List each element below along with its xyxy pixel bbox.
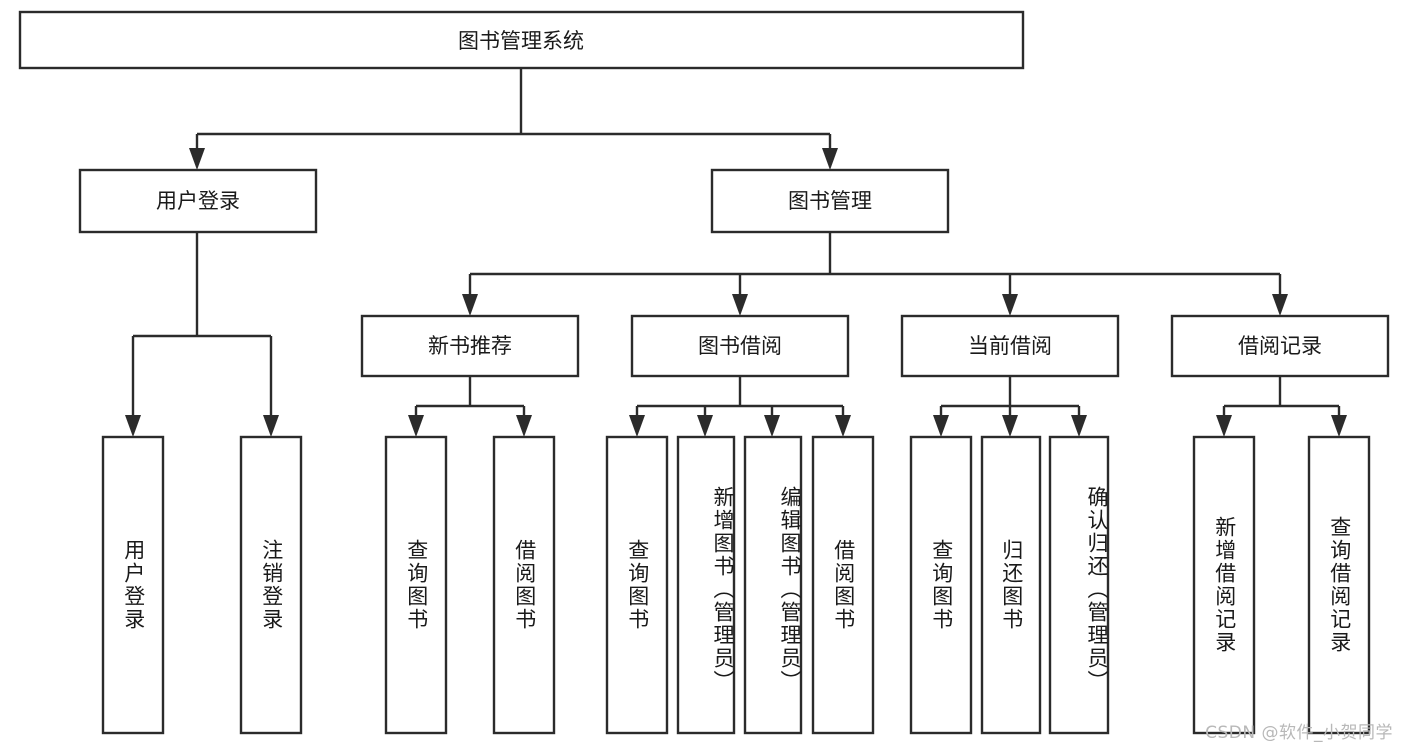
node-new-book-rec-box[interactable] <box>360 314 580 378</box>
node-leaf-user-login-box[interactable] <box>101 435 165 735</box>
node-root-label: 图书管理系统 <box>458 29 584 53</box>
node-book-manage-box[interactable] <box>710 168 950 234</box>
arrowhead-leaf-borrow-book-2 <box>835 415 851 437</box>
node-borrow-record-box[interactable] <box>1170 314 1390 378</box>
node-leaf-confirm-return-box[interactable] <box>1048 435 1110 735</box>
node-new-book-rec[interactable]: 新书推荐 <box>360 314 580 378</box>
node-user-login-box[interactable] <box>78 168 318 234</box>
node-current-borrow-label: 当前借阅 <box>968 334 1052 358</box>
node-book-borrow-label: 图书借阅 <box>698 334 782 358</box>
arrowhead-leaf-edit-book <box>764 415 780 437</box>
node-book-borrow-box[interactable] <box>630 314 850 378</box>
arrowhead-new-book-rec <box>462 294 478 316</box>
node-user-login[interactable]: 用户登录 <box>78 168 318 234</box>
node-leaf-user-logout-box[interactable] <box>239 435 303 735</box>
arrowhead-leaf-user-logout <box>263 415 279 437</box>
node-current-borrow-box[interactable] <box>900 314 1120 378</box>
node-leaf-add-record-box[interactable] <box>1192 435 1256 735</box>
arrowhead-leaf-add-record <box>1216 415 1232 437</box>
arrowhead-leaf-query-book-3 <box>933 415 949 437</box>
node-new-book-rec-label: 新书推荐 <box>428 334 512 358</box>
node-user-login-label: 用户登录 <box>156 189 240 213</box>
arrowhead-current-borrow <box>1002 294 1018 316</box>
node-leaf-borrow-book-1-box[interactable] <box>492 435 556 735</box>
arrowhead-leaf-add-book <box>697 415 713 437</box>
arrowhead-user-login <box>189 148 205 170</box>
arrowhead-leaf-borrow-book-1 <box>516 415 532 437</box>
arrowhead-leaf-user-login <box>125 415 141 437</box>
node-book-manage[interactable]: 图书管理 <box>710 168 950 234</box>
arrowhead-borrow-record <box>1272 294 1288 316</box>
node-book-manage-label: 图书管理 <box>788 189 872 213</box>
node-book-borrow[interactable]: 图书借阅 <box>630 314 850 378</box>
arrowhead-leaf-return-book <box>1002 415 1018 437</box>
arrowhead-book-borrow <box>732 294 748 316</box>
node-leaf-edit-book-box[interactable] <box>743 435 803 735</box>
csdn-watermark: CSDN @软件_小贺同学 <box>1205 723 1393 743</box>
arrowhead-leaf-query-book-2 <box>629 415 645 437</box>
node-root[interactable]: 图书管理系统 <box>18 10 1025 70</box>
node-leaf-add-book-box[interactable] <box>676 435 736 735</box>
node-leaf-borrow-book-2-box[interactable] <box>811 435 875 735</box>
arrowhead-book-manage <box>822 148 838 170</box>
node-leaf-query-book-3-box[interactable] <box>909 435 973 735</box>
arrowhead-leaf-confirm-return <box>1071 415 1087 437</box>
connector-group <box>125 68 1347 437</box>
leaf-box-group <box>101 435 1371 735</box>
node-leaf-return-book-box[interactable] <box>980 435 1042 735</box>
node-leaf-query-record-box[interactable] <box>1307 435 1371 735</box>
node-current-borrow[interactable]: 当前借阅 <box>900 314 1120 378</box>
arrowhead-leaf-query-record <box>1331 415 1347 437</box>
node-root-box[interactable] <box>18 10 1025 70</box>
node-borrow-record[interactable]: 借阅记录 <box>1170 314 1390 378</box>
node-borrow-record-label: 借阅记录 <box>1238 334 1322 358</box>
node-leaf-query-book-2-box[interactable] <box>605 435 669 735</box>
node-leaf-query-book-1-box[interactable] <box>384 435 448 735</box>
arrowhead-leaf-query-book-1 <box>408 415 424 437</box>
